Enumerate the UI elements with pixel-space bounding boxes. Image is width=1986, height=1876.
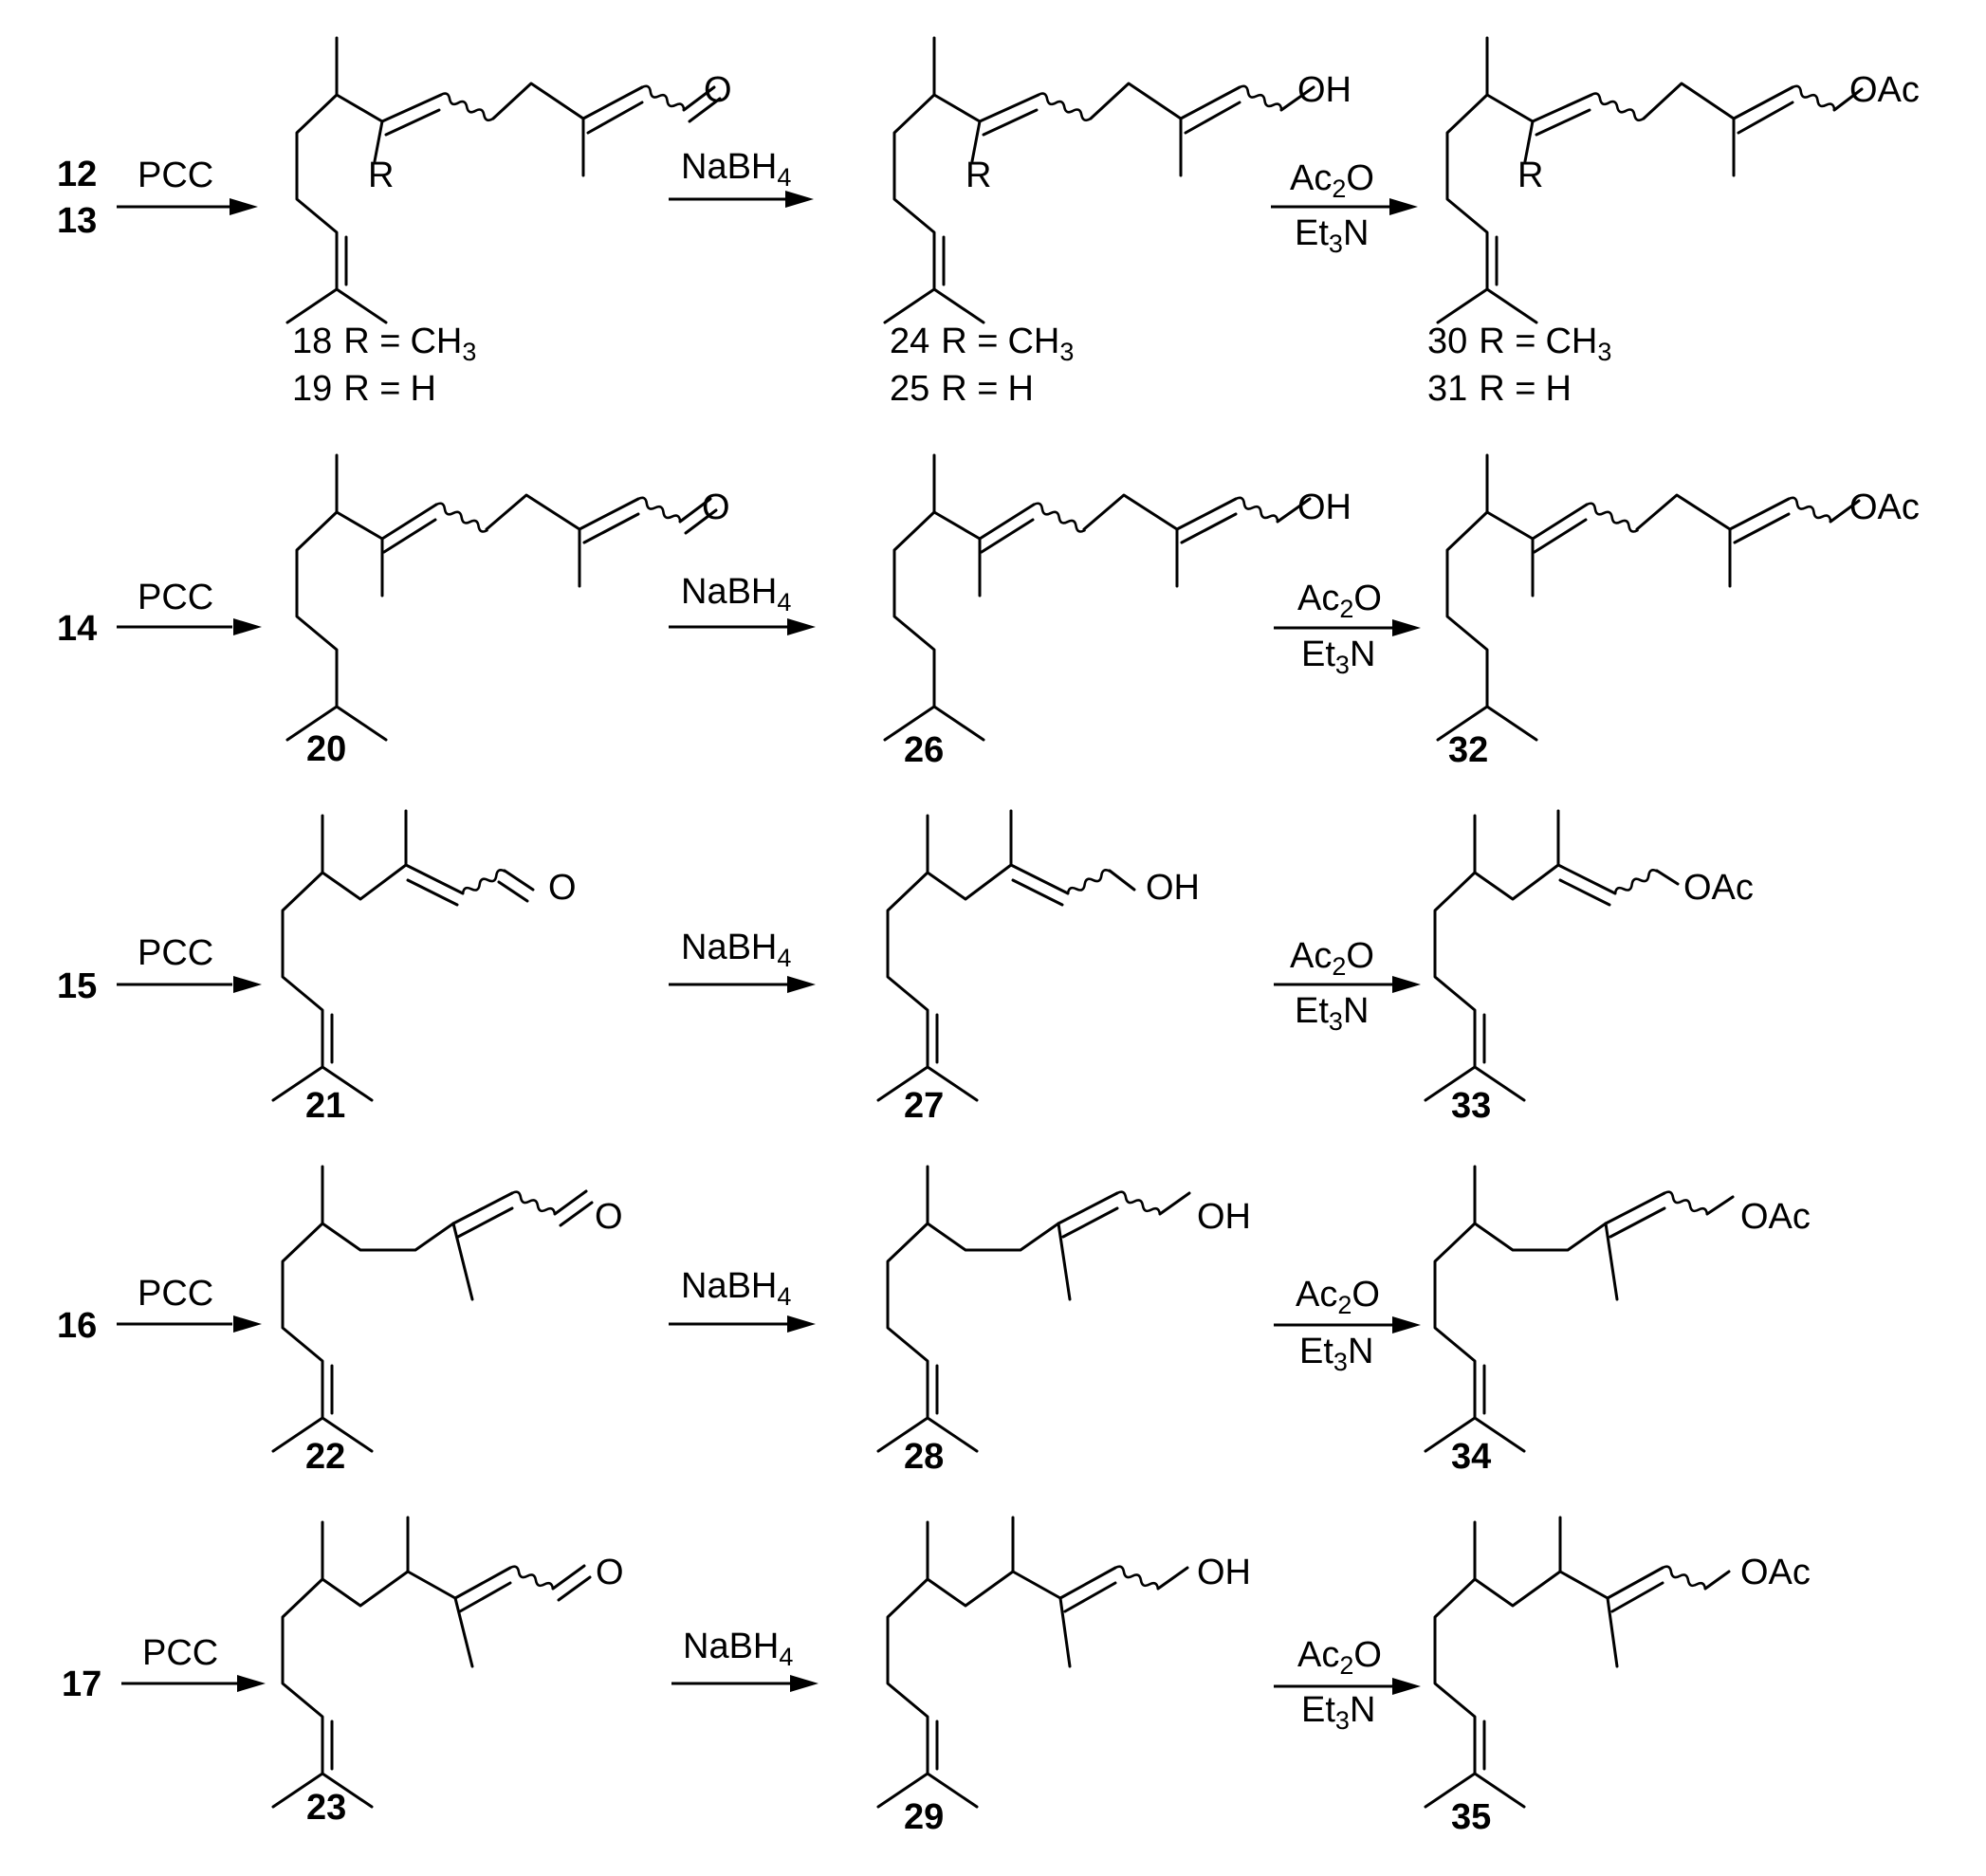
hydroxyl-label: OH (1297, 70, 1352, 110)
compound-number: 29 (904, 1797, 944, 1837)
reagent-et3n: Et3N (1299, 1332, 1373, 1376)
compound-number: 34 (1451, 1437, 1491, 1477)
reagent-ac2o: Ac2O (1297, 579, 1382, 623)
acetate-label: OAc (1740, 1197, 1811, 1237)
labels: 12 13 PCC R O NaBH4 R OH Ac2O Et3N R OAc… (57, 70, 1920, 1837)
structure-alcohol-row4 (876, 1165, 1191, 1453)
compound-number: 28 (904, 1437, 944, 1477)
reagent-ac2o: Ac2O (1290, 936, 1374, 981)
hydroxyl-label: OH (1197, 1197, 1251, 1237)
compound-number: 16 (57, 1306, 97, 1346)
acetate-label: OAc (1849, 487, 1920, 527)
reagent-nabh4: NaBH4 (681, 928, 791, 972)
structure-acetate-row1 (1436, 36, 1864, 324)
reagent-ac2o: Ac2O (1290, 158, 1374, 203)
compound-number: 26 (904, 730, 944, 770)
structure-alcohol-row3 (876, 809, 1136, 1102)
reagent-et3n: Et3N (1295, 991, 1369, 1036)
reagent-nabh4: NaBH4 (681, 1266, 791, 1311)
compound-number: 21 (305, 1086, 345, 1126)
structure-acetate-row4 (1424, 1165, 1735, 1453)
oxo-label: O (596, 1553, 624, 1592)
reagent-et3n: Et3N (1301, 1690, 1375, 1735)
oxo-label: O (595, 1197, 623, 1237)
acetate-label: OAc (1740, 1553, 1811, 1592)
compound-number: 12 (57, 155, 97, 194)
compound-number: 35 (1451, 1797, 1491, 1837)
oxo-label: O (702, 487, 730, 527)
oxo-label: O (548, 868, 577, 908)
structure-acetate-row3 (1424, 809, 1680, 1102)
compound-number: 32 (1448, 730, 1488, 770)
structure-alcohol-row2 (883, 453, 1312, 742)
compound-number: 17 (62, 1664, 101, 1704)
reagent-nabh4: NaBH4 (681, 572, 791, 616)
structure-aldehyde-row1 (285, 36, 722, 324)
reagent-nabh4: NaBH4 (683, 1627, 793, 1671)
reagent-pcc: PCC (138, 156, 213, 195)
reagent-pcc: PCC (138, 1274, 213, 1314)
structure-aldehyde-row4 (271, 1165, 594, 1453)
compound-number: 14 (57, 609, 97, 649)
reagent-ac2o: Ac2O (1297, 1635, 1382, 1680)
compound-number: 13 (57, 201, 97, 241)
structure-acetate-row2 (1436, 453, 1861, 742)
hydroxyl-label: OH (1146, 868, 1200, 908)
reagent-et3n: Et3N (1295, 213, 1369, 258)
r-substituent-label: R (1517, 156, 1543, 195)
compound-number: 27 (904, 1086, 944, 1126)
acetate-label: OAc (1683, 868, 1754, 908)
reagent-pcc: PCC (138, 933, 213, 973)
r-substituent-label: R (368, 156, 394, 195)
compound-number: 15 (57, 966, 97, 1006)
arrows (117, 191, 1421, 1695)
structure-aldehyde-row2 (285, 453, 718, 742)
structures (271, 36, 1864, 1809)
hydroxyl-label: OH (1297, 487, 1352, 527)
reagent-ac2o: Ac2O (1296, 1275, 1380, 1319)
structure-acetate-row5 (1424, 1516, 1731, 1809)
acetate-label: OAc (1849, 70, 1920, 110)
compound-number: 23 (306, 1788, 346, 1828)
hydroxyl-label: OH (1197, 1553, 1251, 1592)
structure-alcohol-row1 (883, 36, 1315, 324)
structure-aldehyde-row5 (271, 1516, 592, 1809)
reagent-pcc: PCC (142, 1633, 218, 1673)
compound-number: 22 (305, 1437, 345, 1477)
reagent-nabh4: NaBH4 (681, 147, 791, 192)
structure-aldehyde-row3 (271, 809, 535, 1102)
oxo-label: O (704, 70, 732, 110)
reagent-pcc: PCC (138, 578, 213, 617)
compound-number: 33 (1451, 1086, 1491, 1126)
reagent-et3n: Et3N (1301, 635, 1375, 679)
compound-number: 20 (306, 729, 346, 769)
structure-alcohol-row5 (876, 1516, 1189, 1809)
r-substituent-label: R (965, 156, 991, 195)
